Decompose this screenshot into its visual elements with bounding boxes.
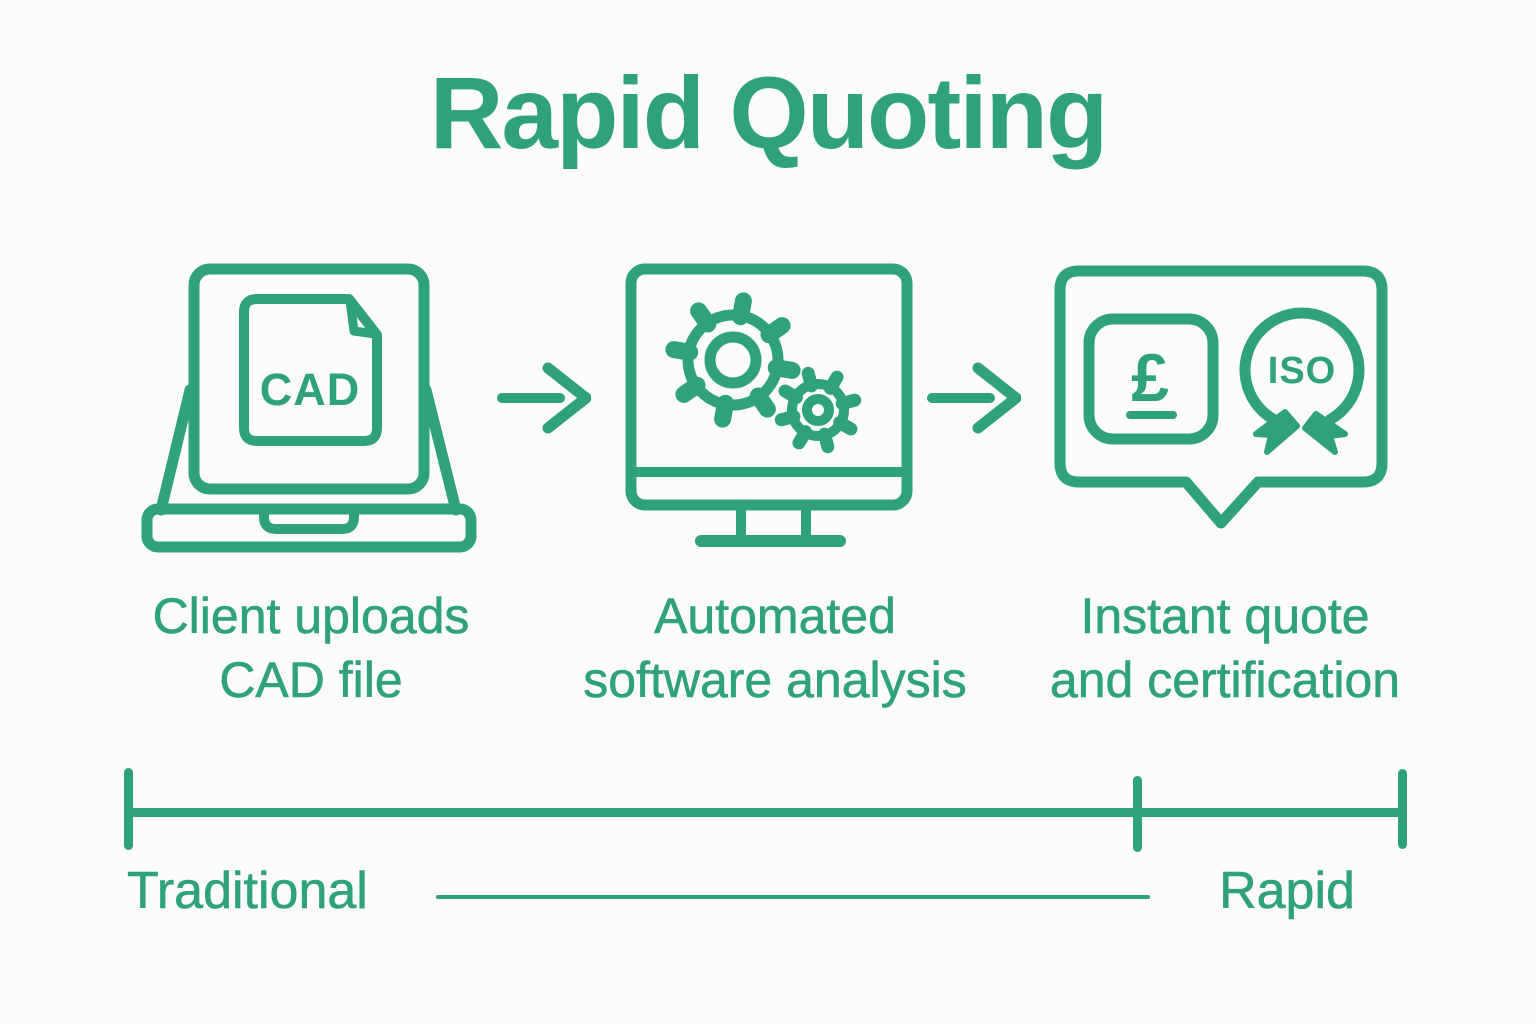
step-label-line: and certification [1049, 652, 1401, 709]
cad-document-icon [239, 294, 382, 446]
arrow-right-icon [927, 362, 1021, 434]
iso-label: ISO [1268, 350, 1336, 392]
step-label-upload: Client uploads CAD file [111, 584, 511, 712]
timeline-connector-line [436, 895, 1150, 899]
iso-ribbon-left [1253, 409, 1300, 455]
price-box [1083, 313, 1219, 445]
speech-bubble [1054, 265, 1388, 529]
timeline-label-rapid: Rapid [1219, 862, 1355, 920]
arrow-head [972, 362, 1021, 434]
laptop-hinge-right [420, 384, 462, 516]
gears-monitor-icon [625, 263, 913, 547]
step-label-line: software analysis [583, 652, 967, 709]
arrow-head [542, 362, 591, 434]
cad-document-fold [345, 296, 380, 339]
timeline-tick-end [1398, 769, 1407, 849]
monitor-screen [625, 263, 913, 511]
iso-badge-circle [1239, 307, 1365, 425]
step-label-line: Automated [654, 588, 896, 645]
step-label-line: CAD file [219, 652, 403, 709]
cad-file-label: CAD [260, 364, 361, 415]
step-label-quote: Instant quote and certification [1025, 584, 1425, 712]
timeline-tick-rapid [1133, 776, 1142, 852]
timeline-label-traditional: Traditional [127, 862, 368, 920]
quote-certificate-icon: £ ISO [1054, 265, 1388, 529]
step-label-line: Instant quote [1080, 588, 1370, 645]
laptop-base-notch [259, 507, 359, 534]
gear-small-icon [774, 366, 862, 454]
step-label-analysis: Automated software analysis [575, 584, 975, 712]
page-title: Rapid Quoting [429, 56, 1109, 170]
laptop-cad-icon: CAD [141, 263, 477, 553]
gear-large-icon [665, 292, 801, 428]
laptop-screen [188, 263, 430, 495]
step-label-line: Client uploads [152, 588, 470, 645]
laptop-base [141, 503, 477, 553]
pound-symbol: £ [1131, 340, 1169, 416]
laptop-hinge-left [155, 384, 196, 516]
arrow-right-icon [497, 362, 591, 434]
timeline-tick-start [124, 768, 133, 850]
iso-ribbon-right [1302, 411, 1348, 455]
timeline-axis [128, 808, 1402, 817]
